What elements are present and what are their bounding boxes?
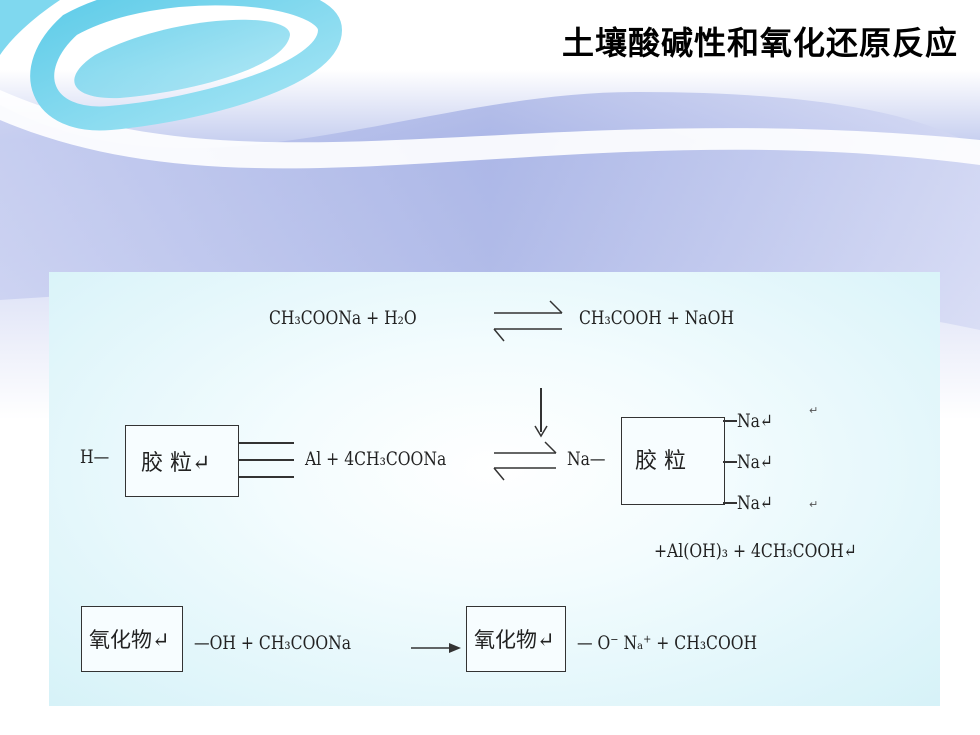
row3-reactant: —OH + CH₃COONa	[194, 632, 352, 654]
bond-line-2	[239, 459, 294, 461]
slide-title: 土壤酸碱性和氧化还原反应	[561, 24, 958, 62]
equilibrium-arrow-2	[493, 441, 557, 481]
colloid-label-right: 胶 粒	[635, 449, 686, 474]
na-tick-2	[723, 461, 737, 463]
down-arrow-head	[534, 425, 548, 438]
oxide-box-right	[466, 606, 566, 672]
row2-product-prefix: Na—	[567, 448, 606, 470]
equilibrium-arrow-1	[493, 300, 563, 342]
oxide-label-left: 氧化物↵	[89, 628, 170, 652]
reaction-arrow-3	[411, 643, 461, 653]
down-arrow-shaft	[540, 388, 542, 432]
na-label-1: Na↵	[737, 410, 773, 432]
colloid-box-left	[125, 425, 239, 497]
na-tick-3	[723, 502, 737, 504]
bond-line-3	[239, 476, 294, 478]
row2-byproducts: +Al(OH)₃ + 4CH₃COOH↵	[654, 540, 857, 562]
oxide-box-left	[81, 606, 183, 672]
row1-right: CH₃COOH + NaOH	[579, 307, 735, 329]
row2-reactant: Al + 4CH₃COONa	[305, 448, 447, 470]
return-mark-2: ↵	[809, 498, 819, 511]
na-label-3: Na↵	[737, 492, 773, 514]
colloid-box-right	[621, 417, 725, 505]
oxide-label-right: 氧化物↵	[474, 628, 555, 652]
na-tick-1	[723, 420, 737, 422]
colloid-label-left: 胶 粒↵	[141, 451, 211, 476]
bond-line-1	[239, 442, 294, 444]
na-label-2: Na↵	[737, 451, 773, 473]
row2-prefix: H—	[80, 446, 110, 468]
row3-product: — O⁻ Nₐ⁺ + CH₃COOH	[577, 632, 758, 654]
reaction-diagram-panel: CH₃COONa + H₂O CH₃COOH + NaOH H— 胶 粒↵ Al…	[49, 272, 940, 706]
return-mark-1: ↵	[809, 404, 819, 417]
row1-left: CH₃COONa + H₂O	[269, 307, 417, 329]
